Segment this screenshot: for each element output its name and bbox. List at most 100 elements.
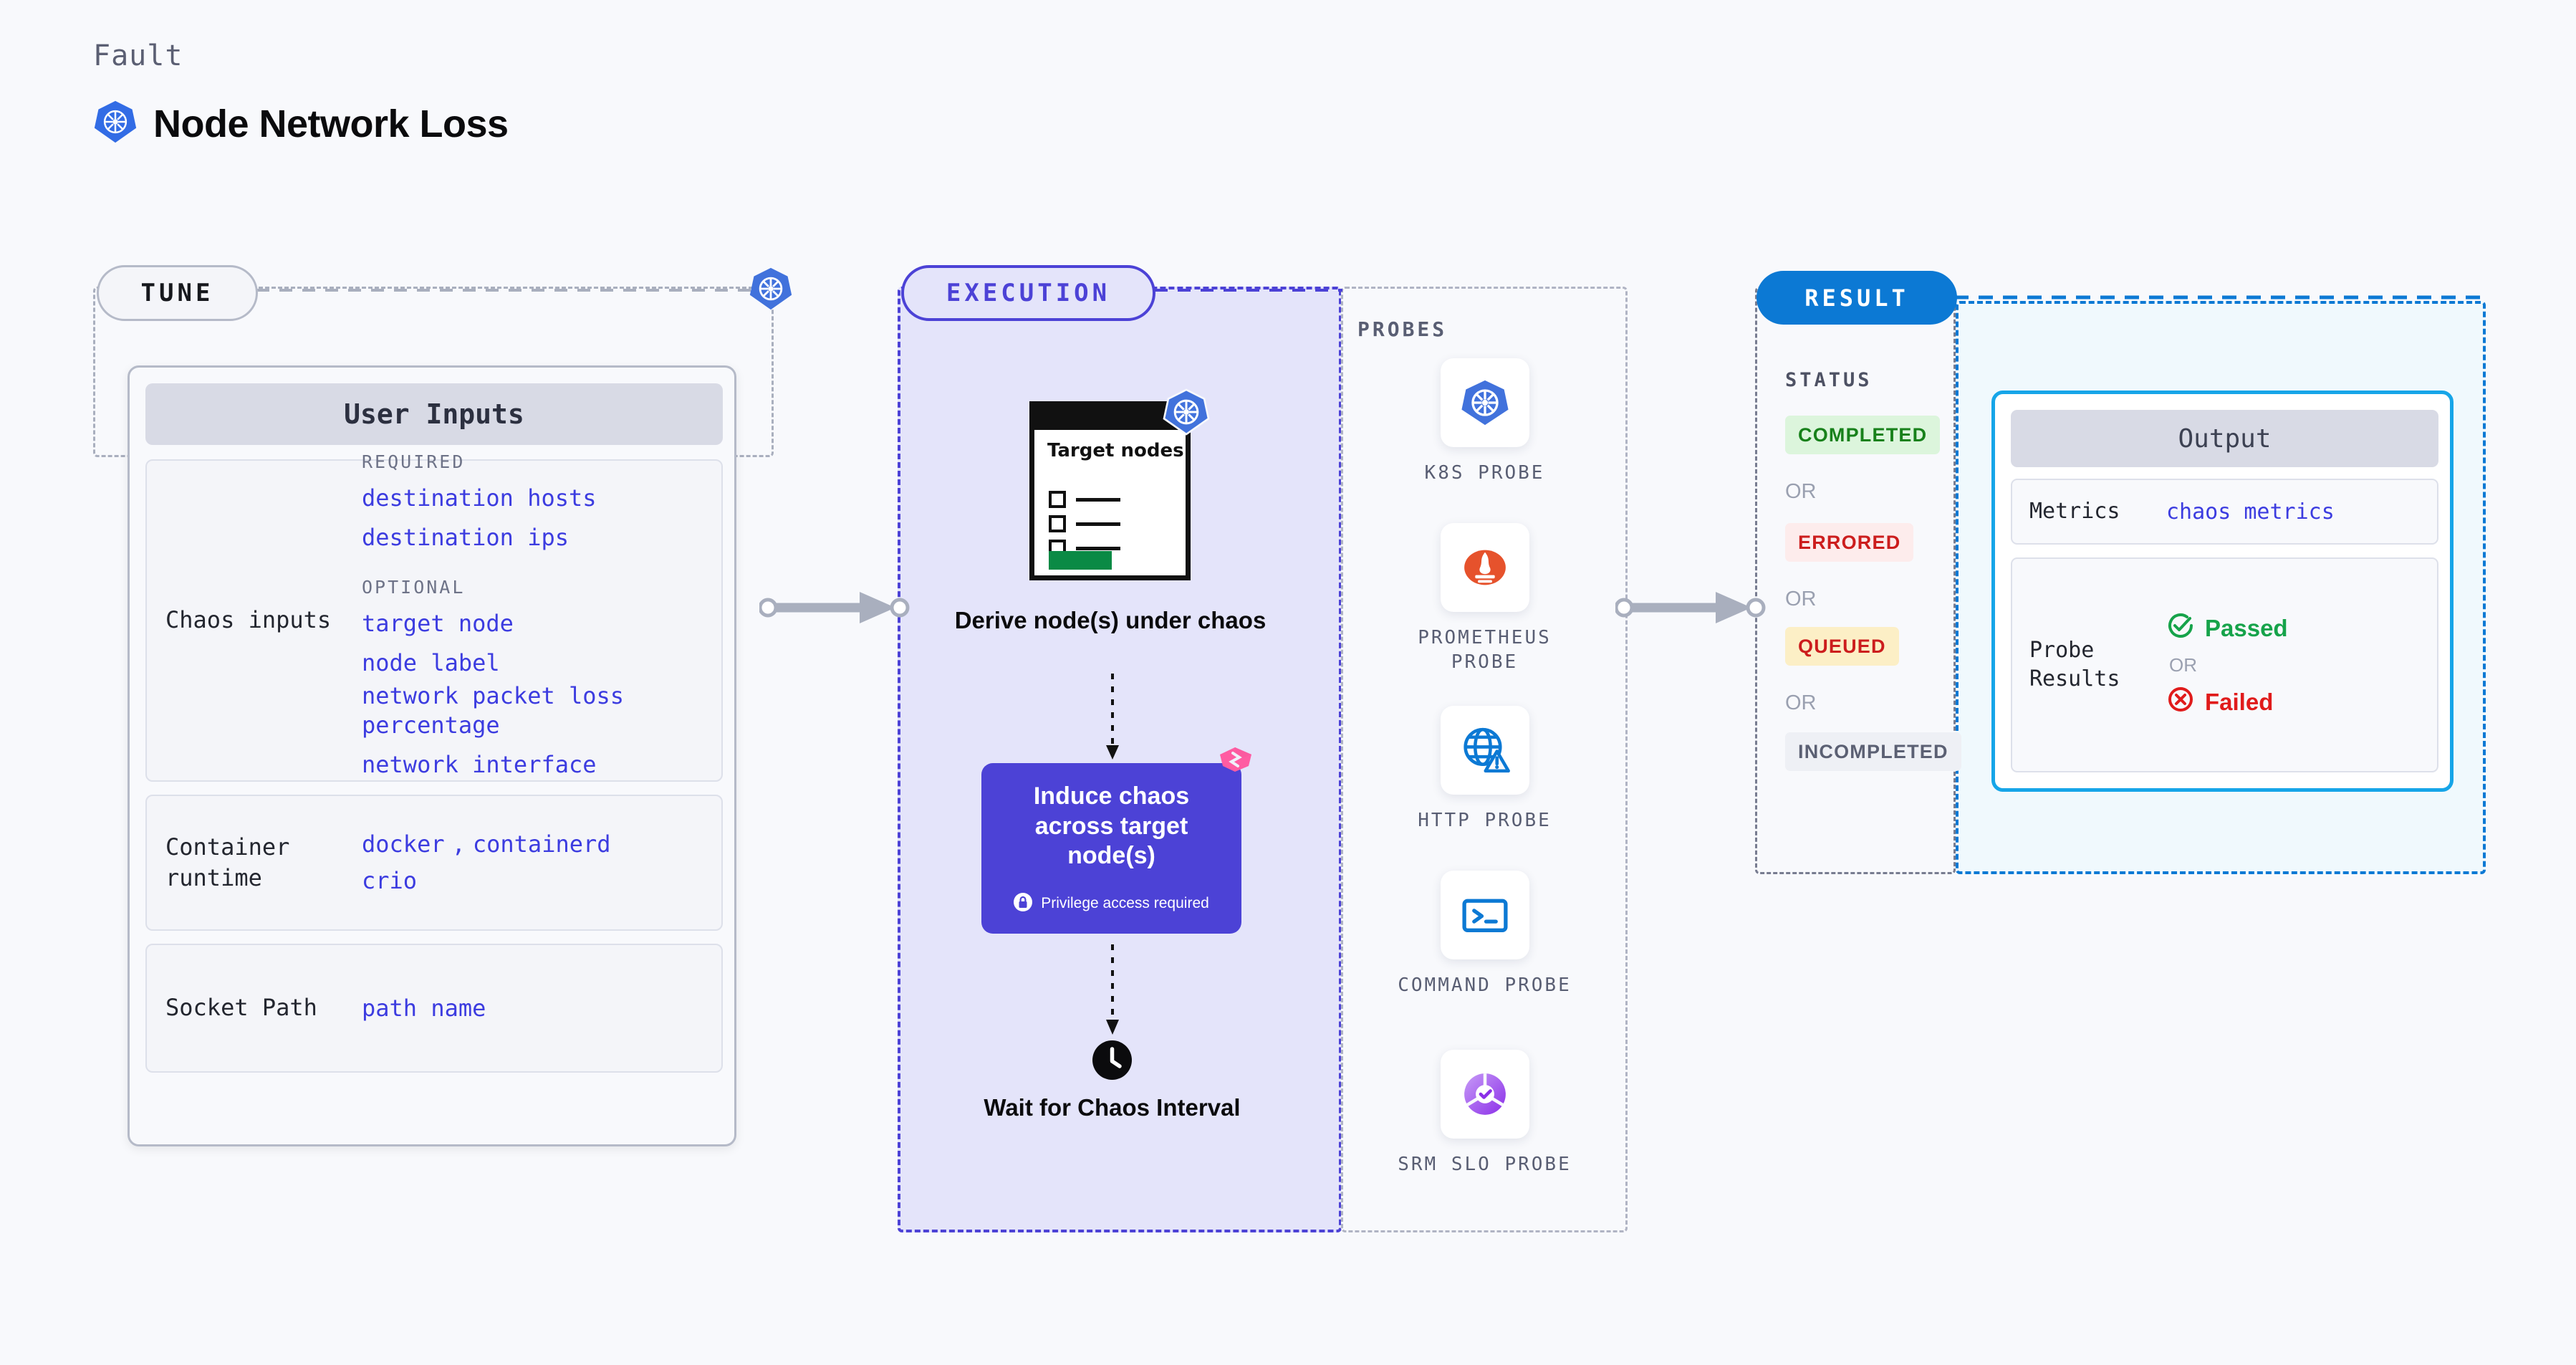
verdict-passed: Passed xyxy=(2166,611,2288,646)
probe-label-command: COMMAND PROBE xyxy=(1398,974,1572,996)
kubernetes-icon xyxy=(93,100,138,148)
runtime-separator: , xyxy=(451,830,466,858)
output-label-probe-results: Probe Results xyxy=(2029,637,2120,692)
tune-row-socket-path: Socket Path path name xyxy=(145,944,723,1073)
row-label-chaos-inputs: Chaos inputs xyxy=(165,606,332,634)
kubernetes-icon xyxy=(1163,388,1210,436)
verdict-or: OR xyxy=(2169,653,2197,676)
runtime-containerd[interactable]: containerd xyxy=(472,830,611,858)
flow-arrow-induce-to-wait xyxy=(1106,944,1119,1035)
status-badge-incompleted: INCOMPLETED xyxy=(1785,732,1961,771)
probes-title: PROBES xyxy=(1357,317,1448,341)
status-or-2: OR xyxy=(1785,588,1817,610)
clock-icon xyxy=(1092,1040,1132,1080)
tune-kubernetes-badge-icon xyxy=(749,267,793,315)
checkbox-row[interactable] xyxy=(1049,515,1120,532)
input-node-label[interactable]: node label xyxy=(362,648,500,676)
kubernetes-icon xyxy=(1440,358,1529,447)
output-header: Output xyxy=(2011,410,2438,467)
wait-for-chaos-interval-label: Wait for Chaos Interval xyxy=(984,1094,1241,1121)
required-group-title: REQUIRED xyxy=(362,451,466,472)
status-badge-completed: COMPLETED xyxy=(1785,416,1941,454)
result-pill-label: RESULT xyxy=(1756,271,1957,325)
probe-label-http: HTTP PROBE xyxy=(1418,810,1552,831)
user-inputs-card: User Inputs Chaos inputs REQUIRED destin… xyxy=(128,365,736,1146)
status-badge-queued: QUEUED xyxy=(1785,627,1899,666)
execution-dashed-connector xyxy=(1155,289,1342,292)
fault-title-row: Node Network Loss xyxy=(93,100,509,148)
lock-icon xyxy=(1014,892,1033,915)
status-title: STATUS xyxy=(1785,369,1873,391)
verdict-passed-label: Passed xyxy=(2205,614,2288,641)
target-nodes-title: Target nodes xyxy=(1047,440,1184,461)
globe-warning-icon xyxy=(1440,706,1529,795)
probe-item-srm-slo[interactable]: SRM SLO PROBE xyxy=(1397,1050,1572,1177)
result-panel-boundary xyxy=(1755,287,1956,874)
status-or-3: OR xyxy=(1785,691,1817,714)
row-label-socket-path: Socket Path xyxy=(165,994,317,1022)
list-line xyxy=(1076,497,1120,502)
input-target-node[interactable]: target node xyxy=(362,609,514,637)
optional-group-title: OPTIONAL xyxy=(362,576,466,598)
output-label-metrics: Metrics xyxy=(2029,498,2120,524)
output-row-probe-results: Probe Results Passed OR xyxy=(2011,557,2438,772)
input-network-packet-loss-percentage[interactable]: network packet loss percentage xyxy=(362,682,625,739)
status-or-1: OR xyxy=(1785,480,1817,503)
derive-nodes-card: Target nodes xyxy=(1029,388,1210,580)
tune-dashed-connector xyxy=(256,289,751,292)
fault-eyebrow-label: Fault xyxy=(93,39,183,72)
execution-pill-label: EXECUTION xyxy=(901,265,1155,321)
prometheus-icon xyxy=(1440,523,1529,612)
input-destination-hosts[interactable]: destination hosts xyxy=(362,484,597,512)
list-line xyxy=(1076,546,1120,550)
runtime-crio[interactable]: crio xyxy=(362,867,418,894)
socket-path-values: path name xyxy=(362,994,721,1023)
socket-path-value[interactable]: path name xyxy=(362,994,486,1022)
probe-label-prometheus: PROMETHEUS PROBE xyxy=(1418,627,1552,673)
probe-item-http[interactable]: HTTP PROBE xyxy=(1397,706,1572,833)
srm-slo-icon xyxy=(1440,1050,1529,1139)
output-value-chaos-metrics[interactable]: chaos metrics xyxy=(2166,499,2335,525)
privilege-note: Privilege access required xyxy=(1014,892,1209,915)
connector-arrow-execution-to-result xyxy=(1615,592,1766,623)
checkbox-icon[interactable] xyxy=(1049,515,1066,532)
input-destination-ips[interactable]: destination ips xyxy=(362,523,569,551)
confirm-button[interactable] xyxy=(1049,551,1112,570)
runtime-docker[interactable]: docker xyxy=(362,830,445,858)
harness-icon xyxy=(1216,744,1254,783)
probe-item-prometheus[interactable]: PROMETHEUS PROBE xyxy=(1397,523,1572,675)
verdict-failed-label: Failed xyxy=(2205,688,2274,715)
tune-row-chaos-inputs: Chaos inputs REQUIRED destination hosts … xyxy=(145,451,723,782)
check-circle-icon xyxy=(2166,611,2195,646)
checkbox-row[interactable] xyxy=(1049,491,1120,508)
probe-item-command[interactable]: COMMAND PROBE xyxy=(1397,871,1572,998)
page-header: Fault Node Network Loss xyxy=(93,39,509,148)
x-circle-icon xyxy=(2166,685,2195,719)
induce-chaos-title: Induce chaos across target node(s) xyxy=(1033,782,1190,870)
input-network-interface[interactable]: network interface xyxy=(362,751,597,779)
induce-chaos-card: Induce chaos across target node(s) Privi… xyxy=(981,747,1251,934)
terminal-icon xyxy=(1440,871,1529,959)
tune-pill-label: TUNE xyxy=(97,265,258,321)
tune-row-container-runtime: Container runtime docker , containerd cr… xyxy=(145,795,723,931)
probe-label-k8s: K8S PROBE xyxy=(1424,462,1545,484)
connector-arrow-tune-to-execution xyxy=(759,592,910,623)
container-runtime-values: docker , containerd crio xyxy=(362,830,721,896)
result-dashed-connector xyxy=(1954,295,2484,300)
verdict-failed: Failed xyxy=(2166,685,2288,719)
probe-item-k8s[interactable]: K8S PROBE xyxy=(1397,358,1572,486)
row-label-container-runtime: Container runtime xyxy=(165,833,290,891)
flow-arrow-derive-to-induce xyxy=(1106,674,1119,760)
privilege-note-text: Privilege access required xyxy=(1041,895,1209,912)
checkbox-icon[interactable] xyxy=(1049,491,1066,508)
chaos-inputs-values: REQUIRED destination hosts destination i… xyxy=(362,451,721,790)
output-row-metrics: Metrics chaos metrics xyxy=(2011,479,2438,545)
target-nodes-window: Target nodes xyxy=(1029,401,1191,580)
list-line xyxy=(1076,522,1120,526)
status-badge-errored: ERRORED xyxy=(1785,523,1914,562)
probe-verdicts: Passed OR Failed xyxy=(2166,611,2288,719)
derive-nodes-label: Derive node(s) under chaos xyxy=(954,607,1267,633)
output-card: Output Metrics chaos metrics Probe Resul… xyxy=(1991,391,2454,792)
probe-label-srm-slo: SRM SLO PROBE xyxy=(1398,1154,1572,1175)
user-inputs-header: User Inputs xyxy=(145,383,723,445)
